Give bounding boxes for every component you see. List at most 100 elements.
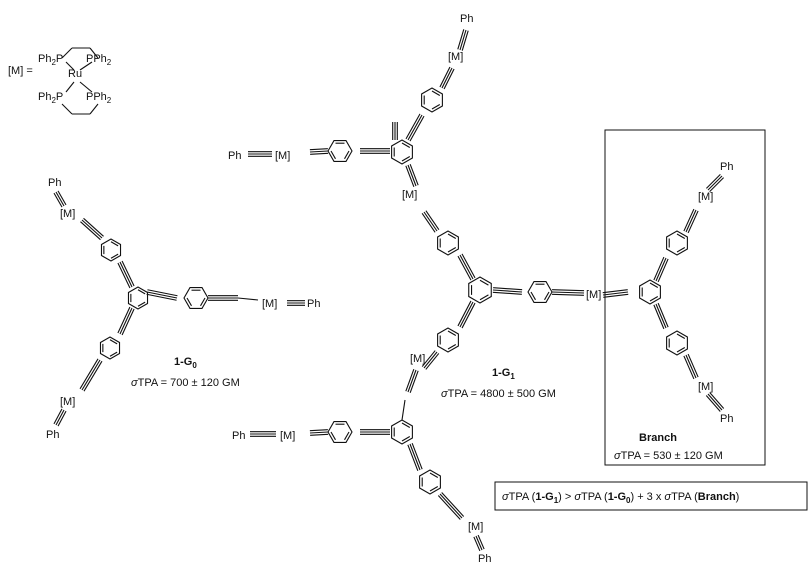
g0-name: 1-G0 [174,356,197,370]
triple-bond-132 [407,369,417,393]
aromatic-bond-62 [544,291,550,301]
bond-6 [65,61,75,71]
g1-name: 1-G1 [492,367,515,381]
triple-bond-177 [685,209,697,233]
triple-bond-40 [57,190,67,206]
triple-bond-191 [683,355,695,380]
triple-bond-171 [657,258,669,283]
triple-bond-49 [81,359,101,391]
aromatic-bond-75 [447,247,457,253]
triple-bond-43 [117,306,131,334]
triple-bond-39 [55,191,65,207]
triple-bond-35 [80,221,101,241]
triple-bond-184 [653,304,665,330]
triple-bond-15 [146,291,178,299]
molecular-bonds [53,29,725,552]
triple-bond-67 [551,293,584,296]
triple-bond-73 [461,253,476,279]
triple-bond-193 [707,393,723,411]
triple-bond-194 [705,395,721,412]
triple-bond-92 [407,164,417,187]
triple-bond-120 [409,115,425,142]
bond-2 [89,47,99,59]
aromatic-bond-47 [109,339,118,345]
benzene-ring-54 [468,276,492,304]
g0-m-right: [M] [262,298,277,310]
triple-bond-38 [53,192,63,208]
ph2p-bottom-left: Ph2P [38,91,63,105]
triple-bond-160 [439,493,463,519]
bond-0 [61,47,73,59]
triple-bond-128 [457,29,465,50]
aromatic-bond-34 [110,241,119,247]
ph2p-top-left: Ph2P [38,53,63,67]
triple-bond-71 [457,255,472,281]
aromatic-bond-122 [431,104,441,110]
g0-caption: 1-G0 σTPA = 700 ± 120 GM [131,356,240,389]
branch-m-bottom: [M] [698,381,713,393]
triple-bond-192 [709,392,725,409]
triple-bond-178 [687,210,699,234]
g1-caption: 1-G1 σTPA = 4800 ± 500 GM [441,367,556,400]
triple-bond-50 [79,358,99,390]
branch-name: Branch [639,432,677,444]
triple-bond-146 [309,431,329,434]
g1-structure-labels: Ph [M] Ph [M] [M] [M] [M] Ph [M] [M] Ph [228,13,601,565]
triple-bond-114 [309,148,328,151]
aromatic-bond-57 [479,279,489,286]
g0-m-top: [M] [60,208,75,220]
triple-bond-58 [493,287,523,291]
g1-m-upper-left: [M] [275,150,290,162]
aromatic-bond-85 [447,344,457,350]
metal-eq-label: [M] = [8,65,33,77]
triple-bond-164 [473,536,481,552]
triple-bond-152 [411,442,423,470]
g0-ph-bottom: Ph [46,429,59,441]
triple-bond-48 [83,360,103,392]
g0-ph-top: Ph [48,177,61,189]
triple-bond-41 [121,308,135,336]
aromatic-bond-158 [429,472,439,478]
g1-m-right: [M] [586,289,601,301]
triple-bond-28 [117,262,131,289]
triple-bond-36 [81,219,103,239]
triple-bond-159 [441,492,465,517]
g1-m-upper-core: [M] [402,189,417,201]
triple-bond-183 [655,303,667,329]
triple-bond-91 [405,165,415,188]
triple-bond-81 [461,302,476,329]
triple-bond-130 [461,30,469,51]
branch-structure-labels: Ph [M] [M] Ph [698,161,733,425]
triple-bond-129 [459,29,467,51]
triple-bond-83 [457,300,472,327]
g1-m-lower-left: [M] [280,430,295,442]
triple-bond-163 [475,535,483,551]
triple-bond-169 [653,256,665,281]
aromatic-bond-32 [110,253,119,259]
triple-bond-29 [119,261,133,288]
g1-m-top: [M] [448,51,463,63]
triple-bond-53 [53,408,63,425]
g0-structure-labels: Ph [M] [M] Ph [M] Ph [46,177,320,441]
bond-8 [65,81,75,93]
g1-ph-top: Ph [460,13,473,25]
triple-bond-90 [421,350,436,367]
triple-bond-182 [657,302,669,328]
triple-bond-16 [146,293,177,301]
triple-bond-126 [441,67,453,89]
triple-bond-189 [687,353,699,378]
triple-bond-113 [309,150,329,153]
triple-bond-42 [119,307,133,335]
triple-bond-127 [443,68,455,90]
relation-text: σTPA (1-G1) > σTPA (1-G0) + 3 x σTPA (Br… [502,491,739,505]
triple-bond-79 [423,211,438,232]
triple-bond-161 [437,495,461,520]
aromatic-bond-13 [137,289,146,295]
triple-bond-51 [57,410,67,427]
ru-label: Ru [68,68,82,80]
bond-151 [401,399,406,421]
triple-bond-112 [310,152,329,155]
aromatic-bond-18 [200,297,206,307]
triple-bond-145 [310,433,329,436]
